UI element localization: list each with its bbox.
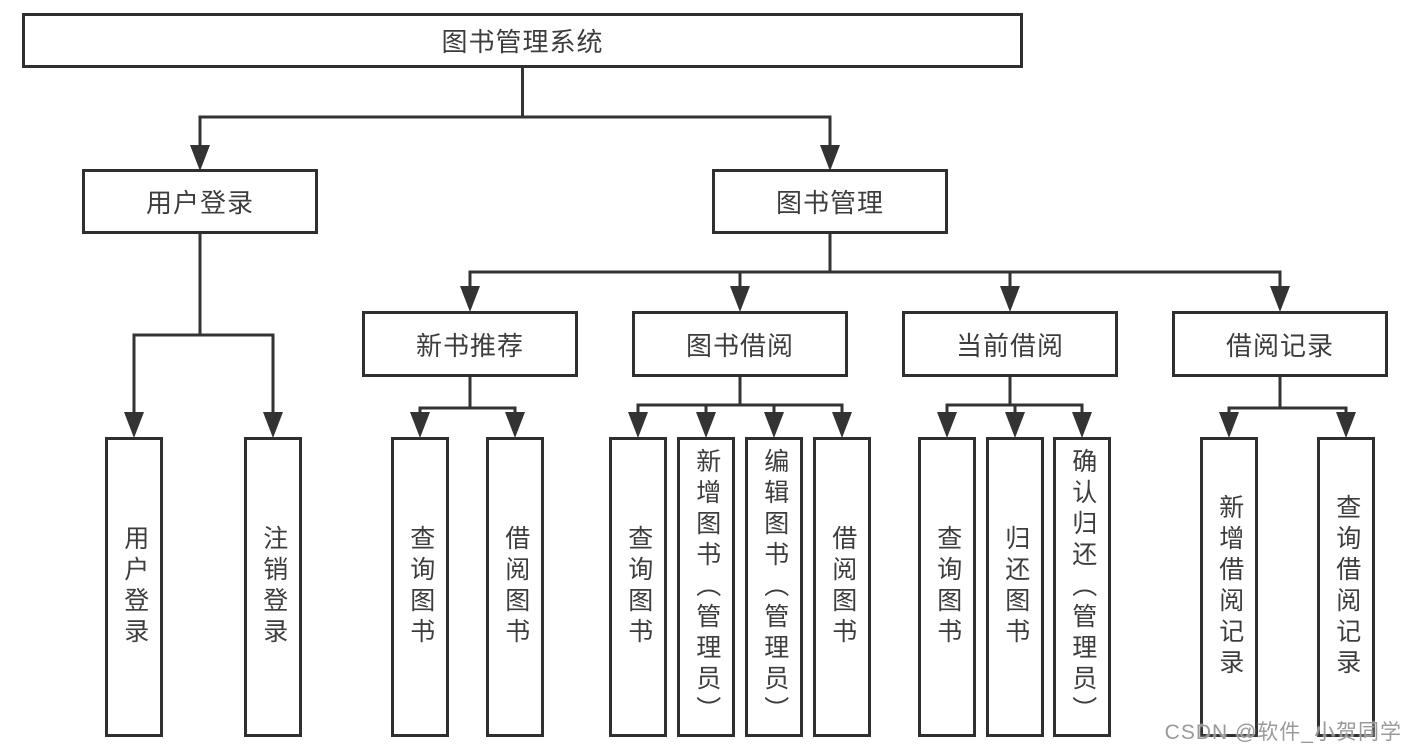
- arrowhead-icon: [410, 412, 430, 438]
- node-leaf-user-login: 用户登录: [105, 437, 163, 737]
- leaf-label: 注销登录: [259, 525, 288, 649]
- leaf-label: 查询图书: [933, 525, 962, 649]
- node-leaf-add-borrow-record: 新增借阅记录: [1200, 437, 1258, 737]
- connector-line: [418, 377, 517, 417]
- leaf-label: 借阅图书: [828, 525, 857, 649]
- node-root: 图书管理系统: [22, 13, 1023, 68]
- node-current-borrowing-label: 当前借阅: [955, 330, 1064, 361]
- arrowhead-icon: [263, 412, 283, 438]
- leaf-label: 查询图书: [624, 525, 653, 649]
- leaf-label: 用户登录: [120, 525, 149, 649]
- connector-line: [945, 377, 1084, 417]
- node-book-management: 图书管理: [712, 169, 948, 234]
- node-leaf-query-borrow-record: 查询借阅记录: [1317, 437, 1375, 737]
- node-leaf-query-books-1: 查询图书: [391, 437, 449, 737]
- node-borrowing-records-label: 借阅记录: [1225, 330, 1334, 361]
- leaf-label: 归还图书: [1001, 525, 1030, 649]
- leaf-label: 查询借阅记录: [1332, 494, 1361, 680]
- node-book-borrowing: 图书借阅: [632, 311, 848, 377]
- connector-line: [198, 66, 832, 150]
- arrowhead-icon: [820, 145, 840, 171]
- leaf-label: 借阅图书: [501, 525, 530, 649]
- node-user-login: 用户登录: [82, 169, 318, 234]
- node-leaf-borrow-books-1: 借阅图书: [486, 437, 544, 737]
- node-leaf-add-books-admin: 新增图书（管理员）: [677, 437, 735, 737]
- arrowhead-icon: [124, 412, 144, 438]
- arrowhead-icon: [1072, 412, 1092, 438]
- node-book-borrowing-label: 图书借阅: [685, 330, 794, 361]
- connector-line: [132, 234, 275, 417]
- node-borrowing-records: 借阅记录: [1172, 311, 1388, 377]
- node-leaf-confirm-return-admin: 确认归还（管理员）: [1053, 437, 1111, 737]
- node-new-book-recommend: 新书推荐: [362, 311, 578, 377]
- arrowhead-icon: [1000, 286, 1020, 312]
- leaf-label: 编辑图书（管理员）: [760, 447, 789, 727]
- arrowhead-icon: [696, 412, 716, 438]
- leaf-label: 新增图书（管理员）: [692, 447, 721, 727]
- node-leaf-query-books-2: 查询图书: [609, 437, 667, 737]
- arrowhead-icon: [730, 286, 750, 312]
- node-book-management-label: 图书管理: [775, 188, 884, 218]
- watermark: CSDN @软件_小贺同学: [1164, 721, 1402, 744]
- connector-line: [468, 234, 1282, 291]
- arrowhead-icon: [1219, 412, 1239, 438]
- arrowhead-icon: [460, 286, 480, 312]
- arrowhead-icon: [764, 412, 784, 438]
- arrowhead-icon: [628, 412, 648, 438]
- node-user-login-label: 用户登录: [145, 188, 254, 218]
- arrowhead-icon: [505, 412, 525, 438]
- node-new-book-recommend-label: 新书推荐: [415, 330, 524, 361]
- node-leaf-return-books: 归还图书: [986, 437, 1044, 737]
- node-leaf-query-books-3: 查询图书: [918, 437, 976, 737]
- leaf-label: 确认归还（管理员）: [1068, 447, 1097, 727]
- arrowhead-icon: [190, 145, 210, 171]
- arrowhead-icon: [1270, 286, 1290, 312]
- node-leaf-edit-books-admin: 编辑图书（管理员）: [745, 437, 803, 737]
- node-leaf-logout: 注销登录: [244, 437, 302, 737]
- arrowhead-icon: [937, 412, 957, 438]
- node-leaf-borrow-books-2: 借阅图书: [813, 437, 871, 737]
- connector-line: [636, 377, 844, 417]
- leaf-label: 查询图书: [406, 525, 435, 649]
- arrowhead-icon: [1005, 412, 1025, 438]
- node-root-label: 图书管理系统: [441, 27, 604, 57]
- arrowhead-icon: [832, 412, 852, 438]
- arrowhead-icon: [1336, 412, 1356, 438]
- leaf-label: 新增借阅记录: [1215, 494, 1244, 680]
- node-current-borrowing: 当前借阅: [902, 311, 1118, 377]
- connector-line: [1227, 377, 1348, 417]
